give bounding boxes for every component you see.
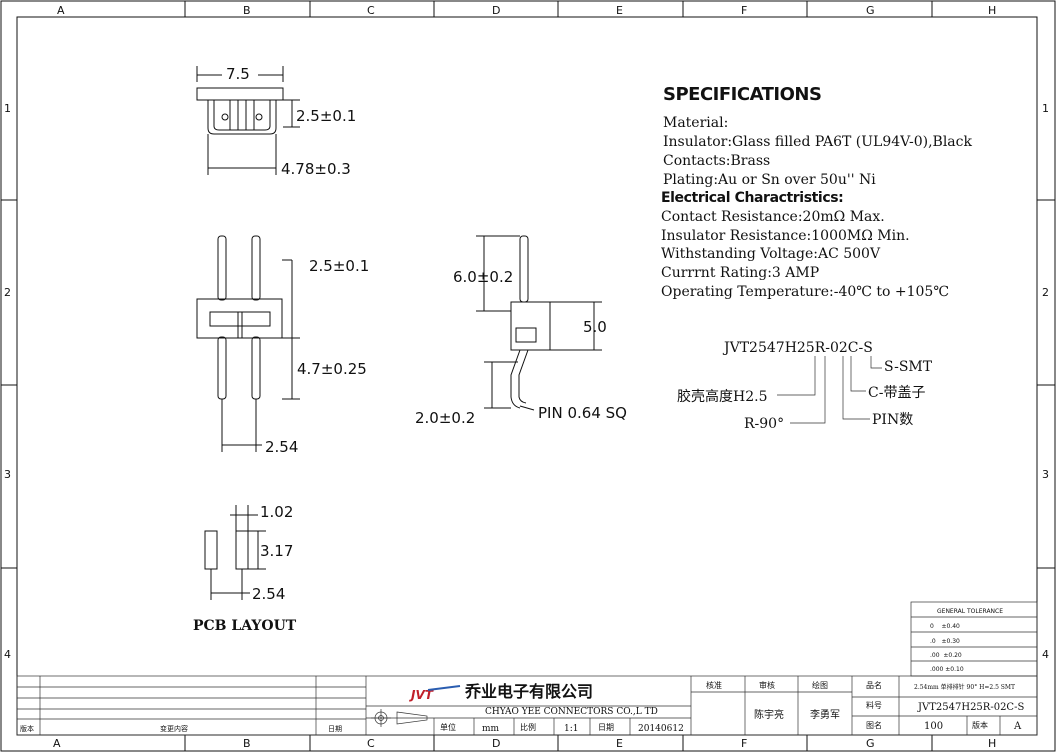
dim-pcb-pad-w: 1.02 bbox=[260, 503, 293, 521]
product-name: 2.54mm 单排排针 90° H=2.5 SMT bbox=[914, 683, 1015, 691]
row-4-right: 4 bbox=[1042, 648, 1049, 661]
pcb-layout-title: PCB LAYOUT bbox=[193, 618, 297, 634]
spec-withstanding-voltage: Withstanding Voltage:AC 500V bbox=[661, 246, 881, 262]
dim-top-width: 7.5 bbox=[226, 65, 250, 83]
projection-symbol-icon bbox=[371, 709, 428, 727]
col-g-top: G bbox=[866, 4, 875, 17]
unit-label: 单位 bbox=[440, 722, 456, 732]
row-3-right: 3 bbox=[1042, 468, 1049, 481]
tolerance-row-2: .00 ±0.20 bbox=[930, 652, 962, 659]
spec-insulator-resistance: Insulator Resistance:1000MΩ Min. bbox=[661, 228, 910, 244]
dim-front-pitch: 2.5±0.1 bbox=[309, 257, 369, 275]
dim-front-height: 4.7±0.25 bbox=[297, 360, 367, 378]
tolerance-title: GENERAL TOLERANCE bbox=[937, 608, 1003, 615]
scale-value: 1:1 bbox=[564, 724, 578, 734]
col-c-top: C bbox=[367, 4, 375, 17]
pcb-layout: 1.02 3.17 2.54 PCB LAYOUT bbox=[193, 503, 297, 634]
dim-pcb-pitch: 2.54 bbox=[252, 585, 285, 603]
unit-value: mm bbox=[482, 724, 500, 734]
spec-insulator: Insulator:Glass filled PA6T (UL94V-0),Bl… bbox=[663, 134, 972, 150]
row-2-left: 2 bbox=[4, 286, 11, 299]
product-name-label: 品名 bbox=[866, 680, 882, 690]
row-3-left: 3 bbox=[4, 468, 11, 481]
part-code-c: C-带盖子 bbox=[868, 385, 925, 401]
company-logo: JVT bbox=[409, 685, 461, 702]
col-b-bottom: B bbox=[243, 737, 251, 750]
drafter-name: 李勇军 bbox=[810, 708, 840, 721]
front-view: 2.5±0.1 4.7±0.25 2.54 bbox=[196, 235, 369, 456]
drawing-no-label: 图名 bbox=[866, 720, 882, 730]
col-f-bottom: F bbox=[741, 737, 747, 750]
dim-side-lower: 2.0±0.2 bbox=[415, 409, 475, 427]
row-1-right: 1 bbox=[1042, 102, 1049, 115]
version-label: 版本 bbox=[972, 720, 988, 730]
dim-side-body: 5.0 bbox=[583, 318, 607, 336]
version-value: A bbox=[1013, 721, 1022, 732]
tolerance-row-1: .0 ±0.30 bbox=[930, 638, 960, 645]
spec-contacts: Contacts:Brass bbox=[663, 153, 770, 169]
spec-contact-resistance: Contact Resistance:20mΩ Max. bbox=[661, 209, 885, 225]
dim-top-depth: 4.78±0.3 bbox=[281, 160, 351, 178]
scale-label: 比例 bbox=[520, 722, 536, 732]
logo-text: JVT bbox=[409, 688, 434, 702]
col-h-bottom: H bbox=[988, 737, 996, 750]
spec-heading: SPECIFICATIONS bbox=[663, 84, 821, 105]
col-a-bottom: A bbox=[53, 737, 61, 750]
col-f-top: F bbox=[741, 4, 747, 17]
col-g-bottom: G bbox=[866, 737, 875, 750]
date-label: 日期 bbox=[328, 725, 342, 733]
spec-plating: Plating:Au or Sn over 50u'' Ni bbox=[663, 172, 876, 188]
reviewer-name: 陈宇亮 bbox=[754, 708, 784, 721]
col-a-top: A bbox=[57, 4, 65, 17]
row-4-left: 4 bbox=[4, 648, 11, 661]
dim-pcb-pad-h: 3.17 bbox=[260, 542, 293, 560]
col-d-bottom: D bbox=[492, 737, 500, 750]
review-label: 审核 bbox=[759, 680, 775, 690]
spec-operating-temp: Operating Temperature:-40℃ to +105℃ bbox=[661, 284, 949, 300]
dim-side-upper: 6.0±0.2 bbox=[453, 268, 513, 286]
part-code-pin: PIN数 bbox=[872, 412, 913, 428]
part-code-breakdown: JVT2547H25R-02C-S S-SMT C-带盖子 胶壳高度H2.5 P… bbox=[677, 340, 933, 432]
col-h-top: H bbox=[988, 4, 996, 17]
title-block: 版本 变更内容 日期 JVT 乔业电子有限公司 CHYAO YEE CONNEC… bbox=[16, 675, 1038, 736]
draw-label: 绘图 bbox=[812, 680, 828, 690]
pin-note: PIN 0.64 SQ bbox=[538, 404, 627, 422]
material-no-label: 料号 bbox=[866, 700, 882, 710]
material-no: JVT2547H25R-02C-S bbox=[917, 702, 1024, 713]
part-code-height: 胶壳高度H2.5 bbox=[677, 388, 767, 405]
tolerance-row-3: .000 ±0.10 bbox=[930, 666, 964, 673]
approve-label: 核准 bbox=[706, 680, 722, 690]
part-code: JVT2547H25R-02C-S bbox=[722, 340, 873, 356]
col-d-top: D bbox=[492, 4, 500, 17]
company-name-cn: 乔业电子有限公司 bbox=[464, 682, 593, 701]
spec-electrical-heading: Electrical Charactristics: bbox=[661, 190, 843, 206]
specifications: SPECIFICATIONS Material: Insulator:Glass… bbox=[661, 84, 972, 300]
row-1-left: 1 bbox=[4, 102, 11, 115]
spec-current-rating: Currrnt Rating:3 AMP bbox=[661, 265, 819, 281]
change-content-label: 变更内容 bbox=[160, 724, 188, 733]
date2-label: 日期 bbox=[598, 723, 614, 732]
col-e-top: E bbox=[616, 4, 623, 17]
row-2-right: 2 bbox=[1042, 286, 1049, 299]
part-code-s: S-SMT bbox=[884, 359, 933, 375]
dim-front-spacing: 2.54 bbox=[265, 438, 298, 456]
revision-label: 版本 bbox=[20, 724, 34, 733]
col-b-top: B bbox=[243, 4, 251, 17]
drawing-no: 100 bbox=[924, 721, 943, 732]
date-value: 20140612 bbox=[638, 724, 684, 734]
tolerance-table: GENERAL TOLERANCE 0 ±0.40 .0 ±0.30 .00 ±… bbox=[910, 601, 1038, 677]
company-name-en: CHYAO YEE CONNECTORS CO.,L TD bbox=[485, 707, 658, 717]
side-view: 6.0±0.2 5.0 2.0±0.2 PIN 0.64 SQ bbox=[415, 235, 627, 427]
tolerance-row-0: 0 ±0.40 bbox=[930, 623, 960, 630]
dim-top-pitch: 2.5±0.1 bbox=[296, 107, 356, 125]
col-e-bottom: E bbox=[616, 737, 623, 750]
col-c-bottom: C bbox=[367, 737, 375, 750]
spec-material-label: Material: bbox=[663, 115, 728, 131]
part-code-r: R-90° bbox=[744, 416, 784, 432]
top-view: 7.5 2.5±0.1 4.78±0.3 bbox=[196, 65, 356, 178]
